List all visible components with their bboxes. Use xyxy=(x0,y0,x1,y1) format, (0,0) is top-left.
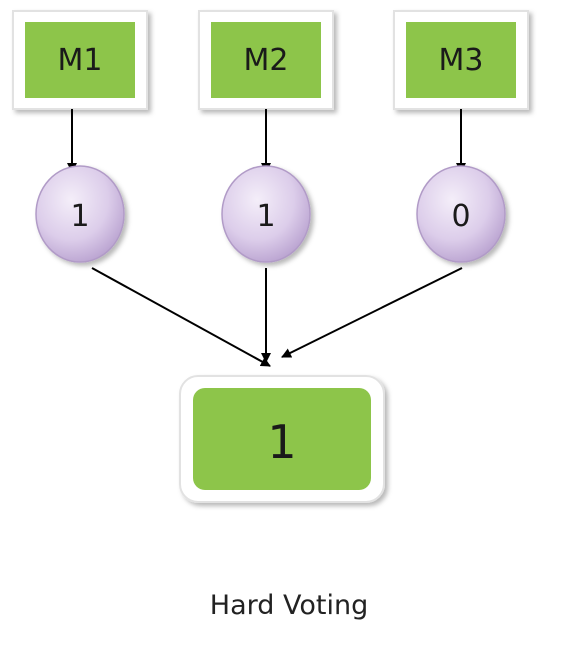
vote-circle-m3: 0 xyxy=(416,165,506,263)
vote-circle-m2: 1 xyxy=(221,165,311,263)
model-label-m1: M1 xyxy=(58,43,103,78)
model-label-m3: M3 xyxy=(439,43,484,78)
model-box-m1: M1 xyxy=(12,10,148,110)
vote-value-m1: 1 xyxy=(70,199,89,234)
arrow-vote1-to-result xyxy=(91,267,271,367)
vote-value-m2: 1 xyxy=(256,199,275,234)
result-value: 1 xyxy=(267,415,296,469)
arrow-vote3-to-result xyxy=(281,267,463,358)
result-box: 1 xyxy=(179,375,385,503)
vote-value-m3: 0 xyxy=(451,199,470,234)
model-box-m2: M2 xyxy=(198,10,334,110)
model-box-m3: M3 xyxy=(393,10,529,110)
model-label-m2: M2 xyxy=(244,43,289,78)
diagram-caption: Hard Voting xyxy=(209,590,369,621)
vote-circle-m1: 1 xyxy=(35,165,125,263)
